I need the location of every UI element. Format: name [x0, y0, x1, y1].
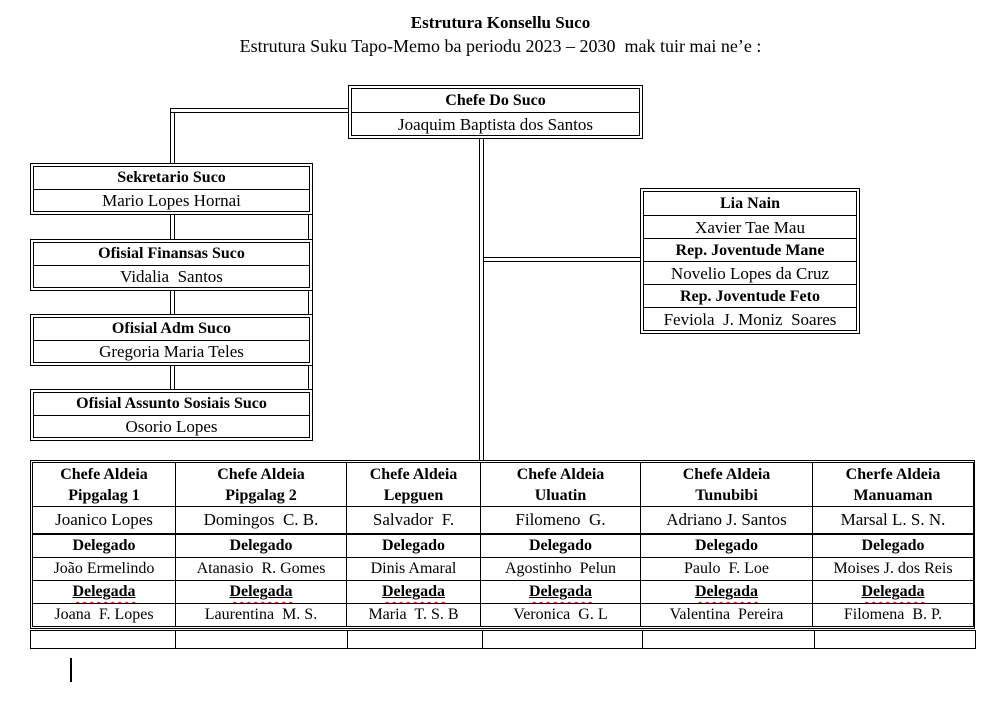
document-heading: Estrutura Konsellu Suco Estrutura Suku T…	[0, 12, 1001, 58]
connector-officials-gap3-left	[170, 364, 175, 392]
aldeia-chefe-name-row: Joanico Lopes Domingos C. B. Salvador F.…	[32, 506, 974, 534]
official-name: Osorio Lopes	[34, 415, 309, 437]
chefe-do-suco-box: Chefe Do Suco Joaquim Baptista dos Santo…	[348, 85, 643, 139]
connector-chefe-to-officials-horizontal	[170, 108, 350, 113]
delegada-name: Laurentina M. S.	[175, 603, 347, 627]
council-row-lia-nain: Lia Nain	[719, 195, 780, 212]
official-box-sekretario: Sekretario Suco Mario Lopes Hornai	[30, 163, 313, 215]
delegado-label: Delegado	[32, 534, 176, 558]
official-box-finansas: Ofisial Finansas Suco Vidalia Santos	[30, 239, 313, 291]
official-title: Ofisial Assunto Sosiais Suco	[76, 395, 267, 412]
official-title: Ofisial Adm Suco	[111, 320, 232, 337]
aldeia-chefe-name: Joanico Lopes	[32, 506, 176, 534]
empty-cell	[642, 630, 815, 649]
doc-title: Estrutura Konsellu Suco	[410, 13, 591, 32]
official-title: Ofisial Finansas Suco	[98, 245, 245, 262]
council-row-name: Feviola J. Moniz Soares	[644, 307, 856, 330]
official-box-assunto-sosiais: Ofisial Assunto Sosiais Suco Osorio Lope…	[30, 389, 313, 441]
connector-officials-gap1-left	[170, 213, 175, 241]
delegada-label-row: Delegada Delegada Delegada Delegada Dele…	[32, 580, 974, 604]
chefe-do-suco-title: Chefe Do Suco	[445, 92, 546, 109]
delegada-name: Joana F. Lopes	[32, 603, 176, 627]
aldeia-chefe-name: Filomeno G.	[480, 506, 641, 534]
stray-vertical-line	[70, 658, 72, 682]
delegado-label: Delegado	[480, 534, 641, 558]
aldeia-chefe-name: Adriano J. Santos	[640, 506, 813, 534]
connector-officials-gap2-left	[170, 289, 175, 317]
aldeia-chefe-name: Salvador F.	[346, 506, 481, 534]
delegado-name: Agostinho Pelun	[480, 557, 641, 581]
delegado-name: Atanasio R. Gomes	[175, 557, 347, 581]
delegada-label: Delegada	[640, 580, 813, 604]
aldeia-chefe-name: Domingos C. B.	[175, 506, 347, 534]
empty-row	[30, 630, 976, 649]
council-row-rep-joventude-feto: Rep. Joventude Feto	[644, 284, 856, 307]
delegada-name: Valentina Pereira	[640, 603, 813, 627]
connector-chefe-to-table-vertical	[479, 130, 484, 462]
delegado-label: Delegado	[812, 534, 974, 558]
delegada-name: Maria T. S. B	[346, 603, 481, 627]
doc-subtitle: Estrutura Suku Tapo-Memo ba periodu 2023…	[239, 36, 762, 56]
empty-cell	[30, 630, 176, 649]
delegada-label: Delegada	[32, 580, 176, 604]
delegado-name: Dinis Amaral	[346, 557, 481, 581]
empty-cell	[482, 630, 643, 649]
council-row-name: Xavier Tae Mau	[644, 215, 856, 238]
delegado-label-row: Delegado Delegado Delegado Delegado Dele…	[32, 534, 974, 558]
empty-cell	[347, 630, 483, 649]
empty-bottom-row-table	[30, 630, 976, 649]
delegada-label: Delegada	[175, 580, 347, 604]
connector-chefe-to-council-horizontal	[479, 257, 642, 262]
delegada-name: Veronica G. L	[480, 603, 641, 627]
official-name: Gregoria Maria Teles	[34, 340, 309, 362]
official-box-adm: Ofisial Adm Suco Gregoria Maria Teles	[30, 314, 313, 366]
delegado-name-row: João Ermelindo Atanasio R. Gomes Dinis A…	[32, 557, 974, 581]
council-row-rep-joventude-mane: Rep. Joventude Mane	[644, 238, 856, 261]
aldeia-chefe-name: Marsal L. S. N.	[812, 506, 974, 534]
delegado-label: Delegado	[640, 534, 813, 558]
chefe-do-suco-name: Joaquim Baptista dos Santos	[352, 112, 639, 135]
connector-officials-gap1-right	[308, 213, 313, 241]
official-name: Vidalia Santos	[34, 265, 309, 287]
connector-officials-gap3-right	[308, 364, 313, 392]
delegada-label: Delegada	[480, 580, 641, 604]
council-representatives-box: Lia Nain Xavier Tae Mau Rep. Joventude M…	[640, 188, 860, 334]
connector-chefe-to-officials-vertical	[170, 108, 175, 166]
delegada-label: Delegada	[346, 580, 481, 604]
empty-cell	[175, 630, 348, 649]
delegada-name-row: Joana F. Lopes Laurentina M. S. Maria T.…	[32, 603, 974, 627]
delegado-name: João Ermelindo	[32, 557, 176, 581]
delegado-label: Delegado	[346, 534, 481, 558]
delegada-label: Delegada	[812, 580, 974, 604]
delegado-name: Moises J. dos Reis	[812, 557, 974, 581]
delegado-label: Delegado	[175, 534, 347, 558]
connector-officials-gap2-right	[308, 289, 313, 317]
official-name: Mario Lopes Hornai	[34, 189, 309, 211]
empty-cell	[814, 630, 976, 649]
aldeia-delegates-table: Delegado Delegado Delegado Delegado Dele…	[32, 534, 974, 627]
delegado-name: Paulo F. Loe	[640, 557, 813, 581]
council-row-name: Novelio Lopes da Cruz	[644, 261, 856, 284]
official-title: Sekretario Suco	[117, 169, 226, 186]
delegada-name: Filomena B. P.	[812, 603, 974, 627]
